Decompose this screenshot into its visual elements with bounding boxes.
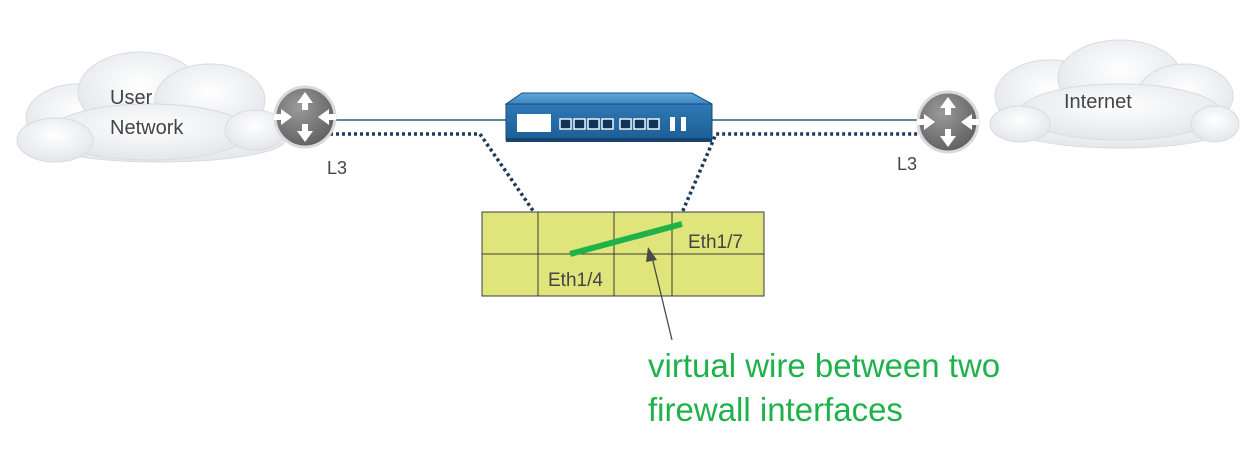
cloud-label-internet: Internet xyxy=(1064,91,1132,113)
layer-label-right: L3 xyxy=(897,154,917,174)
virtual-wire xyxy=(569,221,683,257)
annotation-line2: firewall interfaces xyxy=(648,391,903,428)
annotation-pointer xyxy=(646,247,673,341)
interface-label-eth1-4: Eth1/4 xyxy=(548,270,603,291)
layer-label-left: L3 xyxy=(327,158,347,178)
interface-label-eth1-7: Eth1/7 xyxy=(688,232,743,253)
router-icon xyxy=(273,85,337,149)
cloud-icon xyxy=(989,39,1240,149)
cloud-label-line1: User xyxy=(110,87,153,109)
interface-grid xyxy=(481,211,765,297)
annotation-line1: virtual wire between two xyxy=(648,347,1000,384)
cloud-label-line2: Network xyxy=(110,117,184,139)
router-icon xyxy=(916,90,980,154)
firewall-appliance-icon xyxy=(504,92,713,142)
cloud-icon xyxy=(16,51,286,163)
dotted-path-right xyxy=(676,132,960,223)
dotted-path-left xyxy=(330,132,547,229)
